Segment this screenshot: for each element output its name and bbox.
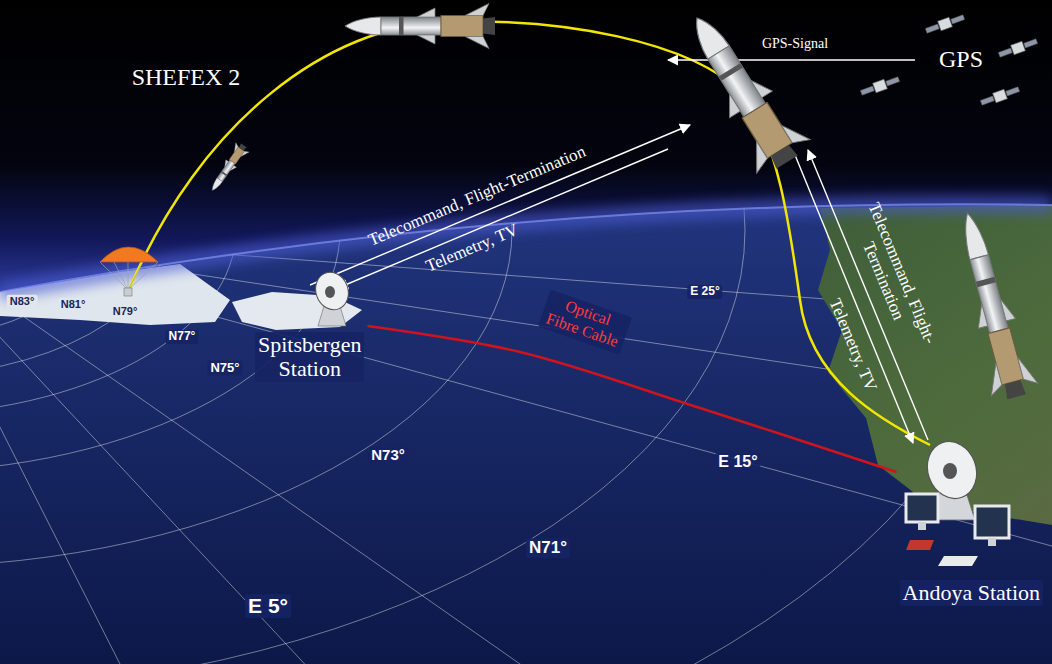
keyboard	[938, 556, 978, 566]
grid-label: N79°	[110, 305, 141, 318]
parachute	[100, 247, 158, 296]
ground-station-equipment	[906, 435, 1009, 566]
grid-label: N81°	[58, 298, 89, 311]
link-arrows	[310, 60, 928, 443]
rocket-apex	[345, 4, 495, 49]
ground-station: Spitsbergen Station	[252, 268, 367, 382]
mission-name: SHEFEX 2	[132, 64, 241, 92]
dish-reflector	[310, 268, 353, 315]
gps-satellite	[979, 84, 1020, 107]
cable-label: Optical Fibre Cable	[538, 290, 632, 355]
rocket-descent	[205, 141, 250, 196]
gps-satellite	[997, 36, 1038, 59]
latitude-line	[0, 0, 1020, 664]
station-name: Andoya Station	[900, 580, 1044, 606]
gps-signal-arrow	[668, 59, 915, 60]
rocket-launcher	[944, 207, 1040, 403]
longitude-line	[0, 230, 560, 664]
norway-land	[818, 205, 1052, 525]
rocket-ascent	[670, 1, 814, 179]
grid-label: E 25°	[687, 285, 722, 299]
link-label: Telemetry, TV	[825, 296, 881, 394]
monitor-stand	[918, 522, 926, 530]
monitor	[975, 506, 1009, 538]
longitude-line	[0, 230, 935, 664]
signal-label: GPS-Signal	[762, 36, 828, 52]
dish-feed	[325, 286, 335, 298]
dish-antenna	[310, 268, 353, 326]
uplink-arrow	[310, 125, 690, 285]
flight-trajectory	[128, 22, 930, 445]
dish-feed	[943, 463, 957, 479]
monitor	[906, 494, 938, 522]
ground-station: Andoya Station	[897, 432, 1047, 606]
fibre-cable	[367, 326, 896, 472]
station-name: Spitsbergen Station	[255, 332, 364, 382]
latitude-line	[0, 83, 168, 377]
grid-label: N71°	[526, 538, 570, 558]
gps-satellite	[859, 74, 900, 97]
grid-label: N75°	[207, 361, 242, 376]
monitor-stand	[988, 538, 996, 546]
payload	[124, 288, 132, 296]
grid-label: N73°	[368, 446, 408, 463]
grid-label: N77°	[166, 330, 199, 344]
grid-label: E 15°	[715, 453, 760, 471]
latitude-line	[0, 0, 745, 664]
gps-satellite	[924, 12, 965, 35]
parachute-canopy	[100, 247, 158, 262]
downlink-arrow	[338, 149, 668, 288]
satellite-label: GPS	[939, 46, 983, 74]
latitude-line	[0, 45, 236, 415]
grid-label: N83°	[7, 295, 38, 308]
latitude-line	[0, 0, 340, 472]
parachute-lines	[100, 262, 158, 290]
link-label: Telemetry, TV	[423, 220, 521, 276]
grid-label: E 5°	[245, 594, 291, 618]
keyboard	[906, 540, 934, 550]
